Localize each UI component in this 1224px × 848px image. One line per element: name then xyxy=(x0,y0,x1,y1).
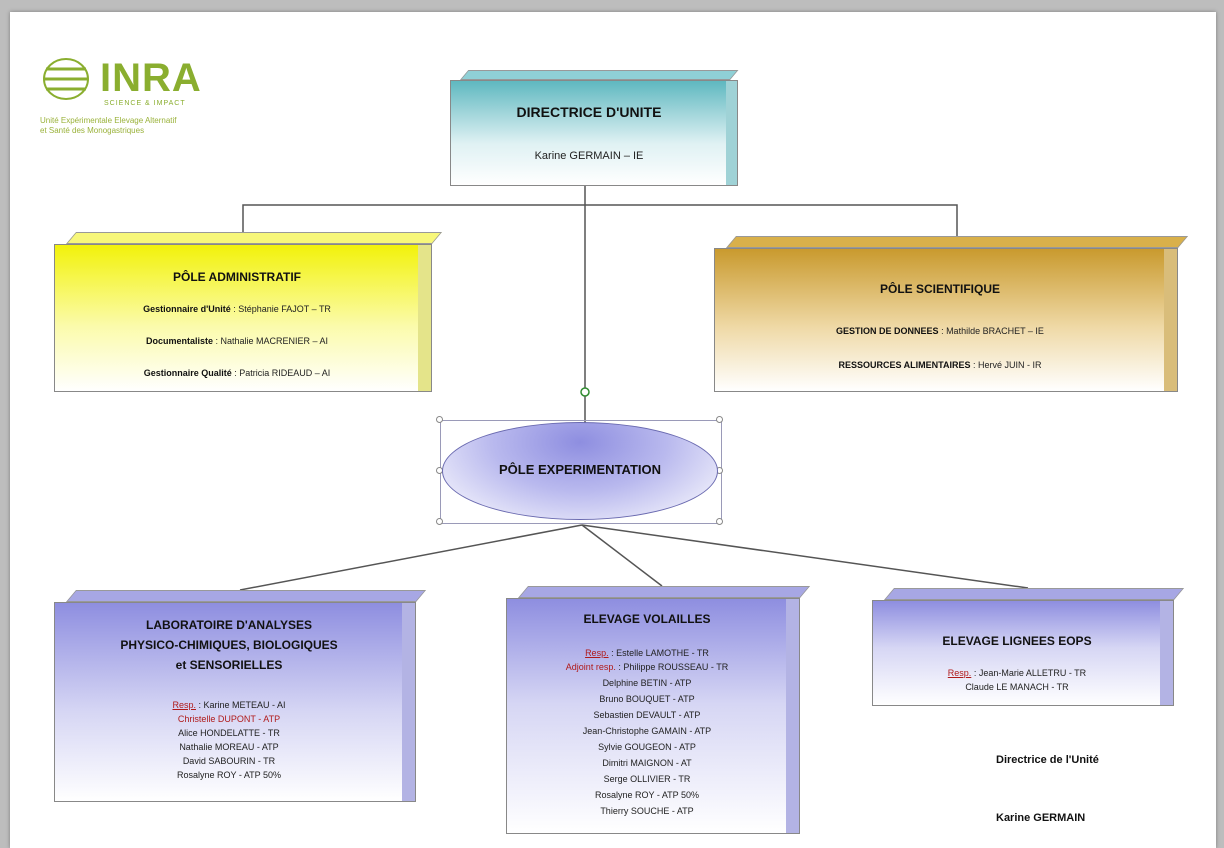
labo-member-4: David SABOURIN - TR xyxy=(182,756,276,766)
labo-member-3: Nathalie MOREAU - ATP xyxy=(179,742,279,752)
box-elevage-lignees: ELEVAGE LIGNEES EOPS Resp. : Jean-Marie … xyxy=(872,588,1185,708)
pole-sci-name-1: : Mathilde BRACHET – IE xyxy=(938,326,1044,336)
box-laboratoire: LABORATOIRE D'ANALYSES PHYSICO-CHIMIQUES… xyxy=(54,590,427,804)
pole-admin-name-1: : Stéphanie FAJOT – TR xyxy=(230,304,331,314)
pole-sci-name-2: : Hervé JUIN - IR xyxy=(970,360,1042,370)
inra-logo: INRA SCIENCE & IMPACT Unité Expérimental… xyxy=(40,54,320,154)
volailles-member-4: Jean-Christophe GAMAIN - ATP xyxy=(582,726,712,736)
volailles-resp-name: : Estelle LAMOTHE - TR xyxy=(608,648,709,658)
link-director-sci xyxy=(585,204,958,244)
signature-name: Karine GERMAIN xyxy=(996,812,1086,824)
pole-sci-row-1: GESTION DE DONNEES : Mathilde BRACHET – … xyxy=(714,326,1166,336)
volailles-resp-label: Resp. xyxy=(585,648,609,658)
inra-globe-icon xyxy=(43,58,89,100)
volailles-title: ELEVAGE VOLAILLES xyxy=(583,612,711,626)
lignees-resp-name: : Jean-Marie ALLETRU - TR xyxy=(971,668,1087,678)
pole-sci-role-1: GESTION DE DONNEES xyxy=(836,326,939,336)
directrice-name: Karine GERMAIN – IE xyxy=(534,150,644,162)
volailles-member-8: Rosalyne ROY - ATP 50% xyxy=(594,790,700,800)
box-pole-administratif: PÔLE ADMINISTRATIF Gestionnaire d'Unité … xyxy=(54,232,443,394)
volailles-member-6: Dimitri MAIGNON - AT xyxy=(602,758,692,768)
connector-lines xyxy=(239,172,1029,591)
labo-member-2: Alice HONDELATTE - TR xyxy=(178,728,280,738)
trunk-handle xyxy=(580,387,590,397)
volailles-member-2: Bruno BOUQUET - ATP xyxy=(599,694,695,704)
pole-admin-title: PÔLE ADMINISTRATIF xyxy=(173,270,301,284)
volailles-member-1: Delphine BETIN - ATP xyxy=(602,678,692,688)
logo-tagline: SCIENCE & IMPACT xyxy=(104,100,186,107)
pole-experimentation-selection[interactable]: PÔLE EXPERIMENTATION xyxy=(436,416,726,526)
labo-member-1: Christelle DUPONT - ATP xyxy=(177,714,281,724)
labo-title-line2: PHYSICO-CHIMIQUES, BIOLOGIQUES xyxy=(120,638,338,652)
logo-unit-name: Unité Expérimentale Elevage Alternatif e… xyxy=(40,116,310,136)
box-pole-scientifique: PÔLE SCIENTIFIQUE GESTION DE DONNEES : M… xyxy=(714,236,1189,394)
volailles-adjoint-name: : Philippe ROUSSEAU - TR xyxy=(615,662,729,672)
box-directrice: DIRECTRICE D'UNITE Karine GERMAIN – IE xyxy=(450,70,742,188)
pole-admin-role-1: Gestionnaire d'Unité xyxy=(143,304,231,314)
logo-unit-line1: Unité Expérimentale Elevage Alternatif xyxy=(40,116,177,125)
lignees-member-1: Claude LE MANACH - TR xyxy=(965,682,1069,692)
volailles-member-5: Sylvie GOUGEON - ATP xyxy=(598,742,696,752)
box-elevage-volailles: ELEVAGE VOLAILLES Resp. : Estelle LAMOTH… xyxy=(506,586,811,836)
pole-admin-row-1: Gestionnaire d'Unité : Stéphanie FAJOT –… xyxy=(54,304,420,314)
volailles-member-7: Serge OLLIVIER - TR xyxy=(603,774,691,784)
pole-admin-role-3: Gestionnaire Qualité xyxy=(143,368,232,378)
volailles-adjoint: Adjoint resp. : Philippe ROUSSEAU - TR xyxy=(506,662,788,672)
lignees-resp: Resp. : Jean-Marie ALLETRU - TR xyxy=(872,668,1162,678)
org-chart-page: INRA SCIENCE & IMPACT Unité Expérimental… xyxy=(10,12,1216,848)
handle-bottom-left[interactable] xyxy=(436,518,443,525)
pole-experimentation-ellipse xyxy=(442,422,718,520)
pole-admin-name-2: : Nathalie MACRENIER – AI xyxy=(212,336,329,346)
labo-member-5: Rosalyne ROY - ATP 50% xyxy=(176,770,282,780)
lignees-title: ELEVAGE LIGNEES EOPS xyxy=(942,634,1092,648)
pole-sci-title: PÔLE SCIENTIFIQUE xyxy=(879,282,1000,296)
handle-top-left[interactable] xyxy=(436,416,443,423)
pole-sci-role-2: RESSOURCES ALIMENTAIRES xyxy=(838,360,971,370)
handle-top-right[interactable] xyxy=(716,416,723,423)
labo-title-line1: LABORATOIRE D'ANALYSES xyxy=(146,618,312,632)
handle-bottom-right[interactable] xyxy=(716,518,723,525)
pole-exp-title: PÔLE EXPERIMENTATION xyxy=(498,462,662,477)
pole-admin-name-3: : Patricia RIDEAUD – AI xyxy=(231,368,331,378)
link-exp-volailles xyxy=(581,524,663,587)
labo-resp-name: : Karine METEAU - AI xyxy=(195,700,286,710)
pole-admin-row-2: Documentaliste : Nathalie MACRENIER – AI xyxy=(54,336,420,346)
logo-wordmark: INRA xyxy=(100,56,202,100)
link-director-admin xyxy=(242,204,585,240)
link-exp-lignees xyxy=(581,524,1029,589)
volailles-adjoint-label: Adjoint resp. xyxy=(565,662,616,672)
logo-unit-line2: et Santé des Monogastriques xyxy=(40,126,145,135)
labo-title-line3: et SENSORIELLES xyxy=(175,658,283,672)
lignees-resp-label: Resp. xyxy=(947,668,972,678)
labo-resp: Resp. : Karine METEAU - AI xyxy=(54,700,404,710)
pole-admin-role-2: Documentaliste xyxy=(145,336,213,346)
labo-resp-label: Resp. xyxy=(172,700,196,710)
volailles-member-9: Thierry SOUCHE - ATP xyxy=(600,806,694,816)
pole-sci-row-2: RESSOURCES ALIMENTAIRES : Hervé JUIN - I… xyxy=(714,360,1166,370)
link-exp-labo xyxy=(239,524,583,591)
volailles-member-3: Sebastien DEVAULT - ATP xyxy=(593,710,701,720)
pole-admin-row-3: Gestionnaire Qualité : Patricia RIDEAUD … xyxy=(54,368,420,378)
directrice-title: DIRECTRICE D'UNITE xyxy=(516,104,662,120)
signature-role: Directrice de l'Unité xyxy=(996,754,1099,766)
volailles-resp: Resp. : Estelle LAMOTHE - TR xyxy=(506,648,788,658)
